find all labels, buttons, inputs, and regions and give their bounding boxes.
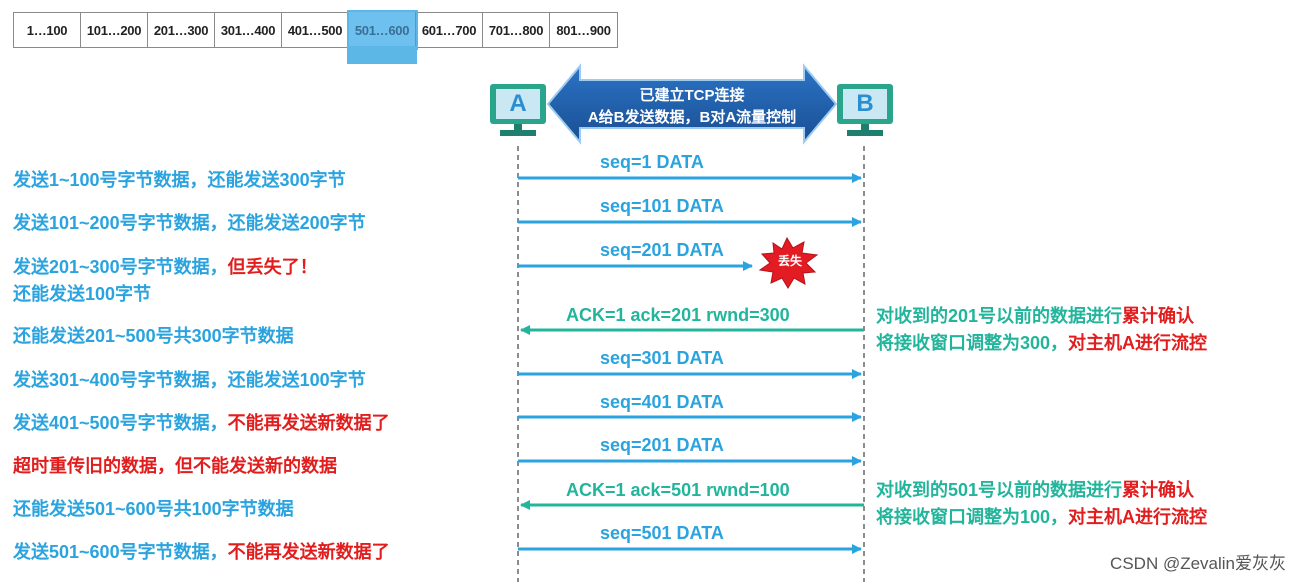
desc-step-3: 发送201~300号字节数据，但丢失了！ [13,257,318,277]
range-cell-highlighted: 501…600 [347,10,418,64]
range-cell: 601…700 [416,13,483,47]
msg-seq-301: seq=301 DATA [600,348,724,368]
host-a-computer-icon: A [490,84,548,136]
desc-step-2: 发送101~200号字节数据，还能发送200字节 [13,213,366,233]
lost-burst-icon [758,236,819,289]
msg-seq-201: seq=201 DATA [600,240,724,260]
msg-seq-1: seq=1 DATA [600,152,704,172]
host-b-computer-icon: B [837,84,895,136]
desc-step-3-cont: 还能发送100字节 [13,284,152,304]
range-cell: 801…900 [556,22,611,38]
msg-ack-501: ACK=1 ack=501 rwnd=100 [566,480,790,500]
byte-range-bar: 1…100 101…200 201…300 301…400 401…500 50… [13,10,618,64]
msg-seq-201-retransmit: seq=201 DATA [600,435,724,455]
desc-stop-highlight: 不能再发送新数据了 [227,542,390,562]
connection-subtitle: A给B发送数据，B对A流量控制 [587,109,797,126]
desc-step-1: 发送1~100号字节数据，还能发送300字节 [13,170,346,190]
range-cell: 201…300 [148,13,215,47]
lost-label: 丢失 [778,254,803,268]
desc-step-7: 超时重传旧的数据，但不能发送新的数据 [13,456,337,476]
range-cell: 1…100 [14,13,81,47]
range-cell: 401…500 [282,13,349,47]
msg-seq-401: seq=401 DATA [600,392,724,412]
host-a-label: A [496,89,540,119]
desc-stop-highlight: 不能再发送新数据了 [227,413,390,433]
desc-step-9: 发送501~600号字节数据，不能再发送新数据了 [13,542,390,562]
desc-step-6: 发送401~500号字节数据，不能再发送新数据了 [13,413,390,433]
connection-arrow [546,63,838,145]
msg-ack-201: ACK=1 ack=201 rwnd=300 [566,305,790,325]
note-ack-201: 对收到的201号以前的数据进行累计确认 将接收窗口调整为300，对主机A进行流控 [876,306,1208,353]
desc-step-5: 发送301~400号字节数据，还能发送100字节 [13,370,366,390]
desc-step-4: 还能发送201~500号共300字节数据 [13,326,294,346]
desc-lost-highlight: 但丢失了 [227,257,300,277]
msg-seq-101: seq=101 DATA [600,196,724,216]
watermark: CSDN @Zevalin爱灰灰 [1110,554,1286,573]
range-cell: 101…200 [81,13,148,47]
range-cell: 701…800 [483,13,550,47]
desc-timeout-highlight: 超时重传 [13,456,85,476]
host-b-label: B [843,89,887,119]
range-cell: 301…400 [215,13,282,47]
connection-title: 已建立TCP连接 [639,87,745,104]
desc-step-8: 还能发送501~600号共100字节数据 [13,499,294,519]
msg-seq-501: seq=501 DATA [600,523,724,543]
note-ack-501: 对收到的501号以前的数据进行累计确认 将接收窗口调整为100，对主机A进行流控 [876,480,1208,527]
